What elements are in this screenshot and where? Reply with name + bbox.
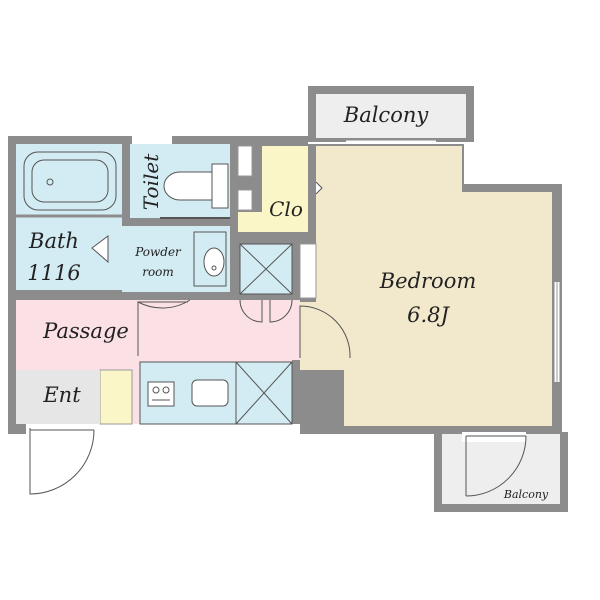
stove-icon bbox=[147, 381, 175, 407]
entrance bbox=[16, 370, 100, 495]
bath-size-label: 1116 bbox=[27, 261, 80, 285]
bedroom-label: Bedroom bbox=[379, 269, 477, 293]
shoe-closet bbox=[99, 369, 133, 425]
balcony-bottom bbox=[434, 432, 568, 512]
toilet-room bbox=[130, 136, 230, 219]
pipe-shaft bbox=[239, 243, 293, 295]
bath-drain bbox=[46, 178, 54, 186]
balcony-bottom-label: Balcony bbox=[503, 488, 549, 501]
kitchen-sink bbox=[191, 379, 229, 407]
bathtub bbox=[23, 151, 117, 211]
passage-label: Passage bbox=[42, 319, 129, 343]
toilet-bowl bbox=[163, 171, 213, 201]
powder-sink bbox=[203, 247, 225, 277]
toilet-label: Toilet bbox=[139, 153, 163, 210]
closet-label: Clo bbox=[269, 197, 303, 221]
bath-room bbox=[16, 144, 122, 290]
powder-room-label-line2: room bbox=[142, 265, 174, 279]
entrance-label: Ent bbox=[42, 383, 81, 407]
balcony-top-label: Balcony bbox=[343, 103, 430, 127]
bathtub-inner bbox=[31, 159, 109, 203]
balcony-top bbox=[308, 86, 474, 144]
powder-room-label-line1: Powder bbox=[134, 245, 182, 259]
closet bbox=[238, 146, 323, 232]
toilet-tank bbox=[211, 163, 229, 209]
bedroom bbox=[300, 146, 560, 426]
bedroom-size-label: 6.8J bbox=[407, 303, 450, 327]
powder-room bbox=[122, 226, 230, 292]
utility-column bbox=[237, 145, 317, 299]
kitchen bbox=[139, 361, 293, 425]
bath-label: Bath bbox=[28, 229, 79, 253]
